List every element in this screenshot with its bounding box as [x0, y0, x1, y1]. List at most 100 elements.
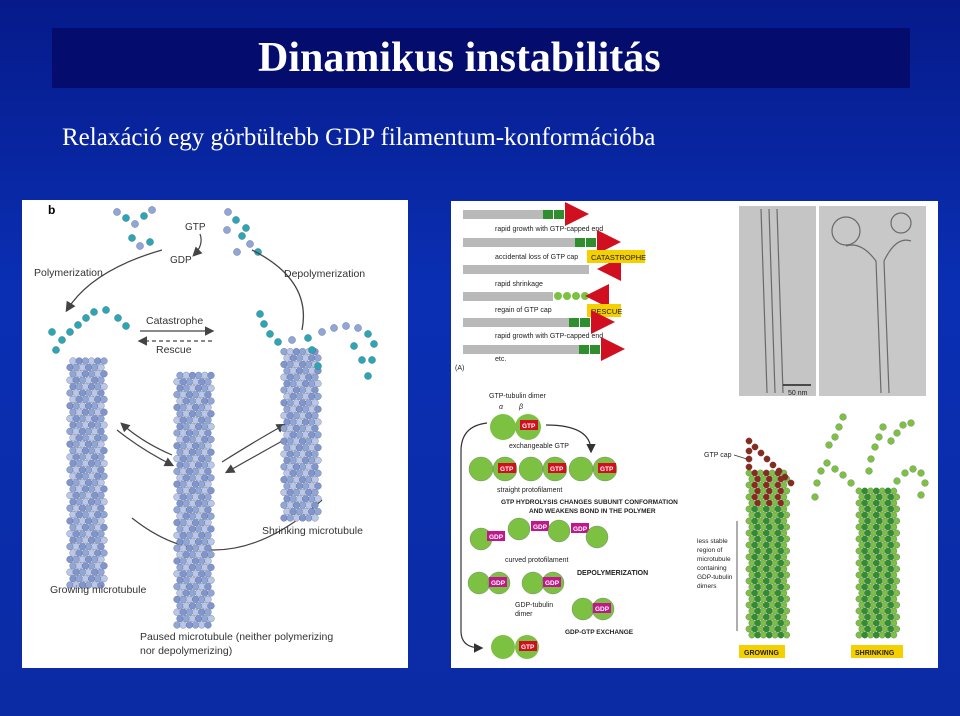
green-tubulin-subunit — [855, 607, 863, 615]
less-stable-line: microtubule — [697, 556, 731, 563]
tubulin-subunit — [280, 386, 288, 394]
green-tubulin-subunit — [745, 529, 753, 537]
cycle-arrow-right — [545, 424, 596, 454]
tubulin-subunit — [69, 562, 77, 570]
tubulin-subunit — [198, 455, 206, 463]
gtp-subunit — [90, 308, 98, 316]
green-tubulin-subunit — [855, 571, 863, 579]
gdp-subunit — [266, 330, 274, 338]
tubulin-subunit — [185, 621, 193, 629]
tubulin-subunit — [78, 453, 86, 461]
tubulin-subunit — [94, 575, 102, 583]
exchangeable-label: exchangeable GTP — [509, 443, 569, 450]
green-tubulin-subunit — [858, 577, 866, 585]
green-tubulin-subunit — [873, 619, 880, 627]
green-tubulin-subunit — [765, 547, 773, 555]
tubulin-subunit — [305, 476, 313, 484]
green-tubulin-subunit — [768, 493, 776, 501]
tubulin-subunit — [91, 479, 99, 487]
tubulin-subunit — [69, 370, 77, 378]
green-tubulin-subunit — [745, 553, 753, 561]
green-tubulin-subunit — [760, 607, 767, 615]
tubulin-subunit — [88, 408, 96, 416]
tubulin-subunit — [85, 530, 93, 538]
panel-a-label: (A) — [455, 365, 464, 372]
tubulin-subunit — [173, 557, 181, 565]
tubulin-subunit — [81, 383, 89, 391]
tubulin-subunit — [192, 403, 200, 411]
green-tubulin-subunit — [870, 529, 877, 537]
tubulin-subunit — [204, 416, 212, 424]
tubulin-subunit — [283, 380, 291, 388]
green-tubulin-subunit — [875, 577, 883, 585]
shrinking-tag: SHRINKING — [855, 650, 895, 657]
gtp-badge-bottom: GTP — [521, 644, 535, 651]
green-tubulin-subunit — [864, 529, 872, 537]
tubulin-subunit — [292, 399, 300, 407]
tubulin-subunit — [283, 392, 291, 400]
tubulin-subunit — [299, 514, 307, 522]
green-tubulin-subunit — [748, 475, 756, 483]
green-tubulin-subunit — [855, 535, 863, 543]
tubulin-subunit — [295, 431, 303, 439]
tubulin-subunit — [85, 479, 93, 487]
tubulin-subunit — [201, 435, 209, 443]
tubulin-subunit — [299, 476, 307, 484]
tubulin-subunit — [182, 512, 190, 520]
curling-subunit — [867, 455, 875, 463]
tubulin-subunit — [179, 519, 187, 527]
tubulin-subunit — [176, 576, 184, 584]
green-tubulin-subunit — [771, 511, 779, 519]
green-tubulin-subunit — [765, 559, 773, 567]
green-tubulin-subunit — [757, 505, 764, 513]
tubulin-subunit — [97, 581, 105, 589]
tubulin-subunit — [66, 517, 74, 525]
green-tubulin-subunit — [875, 625, 883, 633]
tubulin-subunit — [185, 570, 193, 578]
tubulin-subunit — [173, 403, 181, 411]
tubulin-subunit — [286, 488, 294, 496]
gtp-badge-text: GTP — [600, 466, 614, 473]
tubulin-subunit — [85, 555, 93, 563]
tubulin-subunit — [75, 536, 83, 544]
row-6: etc. — [463, 337, 625, 363]
tubulin-subunit — [97, 440, 105, 448]
tubulin-subunit — [91, 440, 99, 448]
tubulin-subunit — [192, 531, 200, 539]
micrograph-shrinking — [819, 206, 926, 396]
tubulin-subunit — [198, 608, 206, 616]
gdp-badge — [571, 523, 589, 533]
tubulin-subunit — [192, 557, 200, 565]
tubulin-subunit — [188, 602, 196, 610]
tubulin-subunit — [192, 467, 200, 475]
tubulin-subunit — [302, 380, 310, 388]
green-tubulin-subunit — [870, 565, 877, 573]
tubulin-subunit — [176, 589, 184, 597]
growing-microtubule — [48, 306, 130, 589]
free-tubulin — [148, 206, 156, 214]
tubulin-subunit — [72, 568, 80, 576]
tubulin-subunit — [188, 435, 196, 443]
tubulin-subunit — [91, 389, 99, 397]
green-tubulin-subunit — [884, 559, 892, 567]
tubulin-subunit — [75, 370, 83, 378]
shrinking-to-paused-arrow — [224, 439, 285, 474]
green-tubulin-subunit — [754, 523, 762, 531]
curling-subunit — [887, 437, 895, 445]
green-tubulin-subunit — [878, 499, 886, 507]
tubulin-subunit — [207, 435, 215, 443]
green-tubulin-subunit — [861, 595, 869, 603]
green-tubulin-subunit — [765, 571, 773, 579]
tubulin-subunit — [85, 376, 93, 384]
green-tubulin-subunit — [890, 547, 898, 555]
hydrolysis-line1: GTP HYDROLYSIS CHANGES SUBUNIT CONFORMAT… — [501, 499, 678, 506]
tubulin-subunit — [188, 551, 196, 559]
tubulin-subunit — [195, 499, 203, 507]
tubulin-subunit — [192, 570, 200, 578]
tubulin-subunit — [188, 589, 196, 597]
green-tubulin-subunit — [878, 559, 886, 567]
tubulin-subunit — [100, 485, 108, 493]
paused-microtubule — [173, 371, 215, 629]
row-2-label: accidental loss of GTP cap — [495, 254, 578, 261]
